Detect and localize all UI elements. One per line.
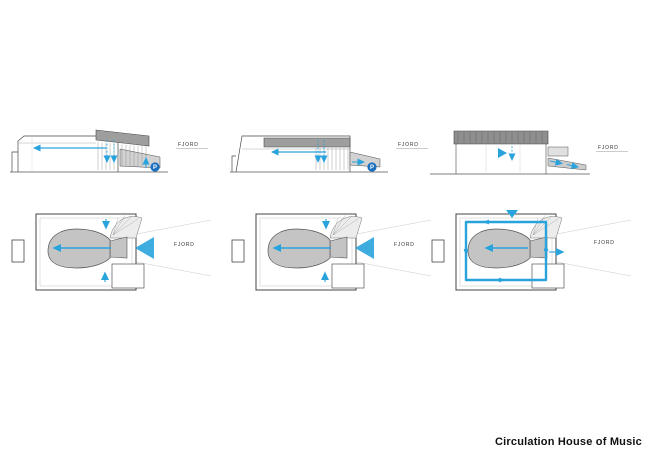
fjord-text: FJORD [394,242,415,248]
section-diagram-1: P FJORD [8,116,213,191]
fjord-text: FJORD [598,145,619,151]
annex-box [111,263,145,289]
view-cone [135,237,154,259]
stage-neck [109,236,128,259]
entrance-tab [11,239,25,263]
circulation-arrows [498,146,579,169]
fjord-text: FJORD [594,240,615,246]
roof-band [95,129,150,147]
view-cone [355,237,374,259]
plan-diagram-1: FJORD [8,206,213,303]
section-diagram-2: P FJORD [228,116,433,191]
building-outline [455,144,547,174]
amphitheater-fan [109,215,143,239]
circulation-arrows [271,140,365,166]
inner-wall [259,217,353,287]
sightlines [345,219,432,277]
fjord-ramp [547,157,587,171]
sightlines [545,219,632,277]
roof-band [263,137,351,148]
circulation-arrows [272,219,331,282]
section-diagram-3: FJORD [428,116,633,191]
stage-neck [529,236,548,259]
circulation-arrows [484,244,565,256]
amphitheater-fan [329,215,363,239]
parking-letter: P [153,165,157,171]
circulation-arrows [52,219,111,282]
fjord-label: FJORD [594,240,615,246]
facade-hatch [97,142,147,170]
annex-box [531,263,565,289]
circulation-arrows [33,140,150,168]
fjord-label: FJORD [176,142,208,149]
parking-badge: P [367,162,377,172]
stage-neck [329,236,348,259]
circulation-loop [463,219,549,283]
entrance-tab [231,239,245,263]
fjord-text: FJORD [174,242,195,248]
sightlines [125,219,212,277]
plan-diagram-2: FJORD [228,206,433,303]
page-title: Circulation House of Music [495,436,642,448]
fjord-label: FJORD [396,142,428,149]
parking-badge: P [150,162,160,172]
fjord-label: FJORD [174,242,195,248]
annex-box [331,263,365,289]
fjord-text: FJORD [178,142,199,148]
roof-band-hatch [457,132,543,143]
fjord-text: FJORD [398,142,419,148]
plan-diagram-3: FJORD [428,206,633,303]
fjord-label: FJORD [394,242,415,248]
parking-letter: P [370,165,374,171]
roof-band [453,130,549,145]
fjord-label: FJORD [596,145,628,152]
facade-hatch [315,148,349,170]
inner-wall [39,217,133,287]
view-triangle [498,148,507,158]
entry-triangle [506,210,518,218]
entrance-tab [431,239,445,263]
foyer-box [547,146,569,157]
